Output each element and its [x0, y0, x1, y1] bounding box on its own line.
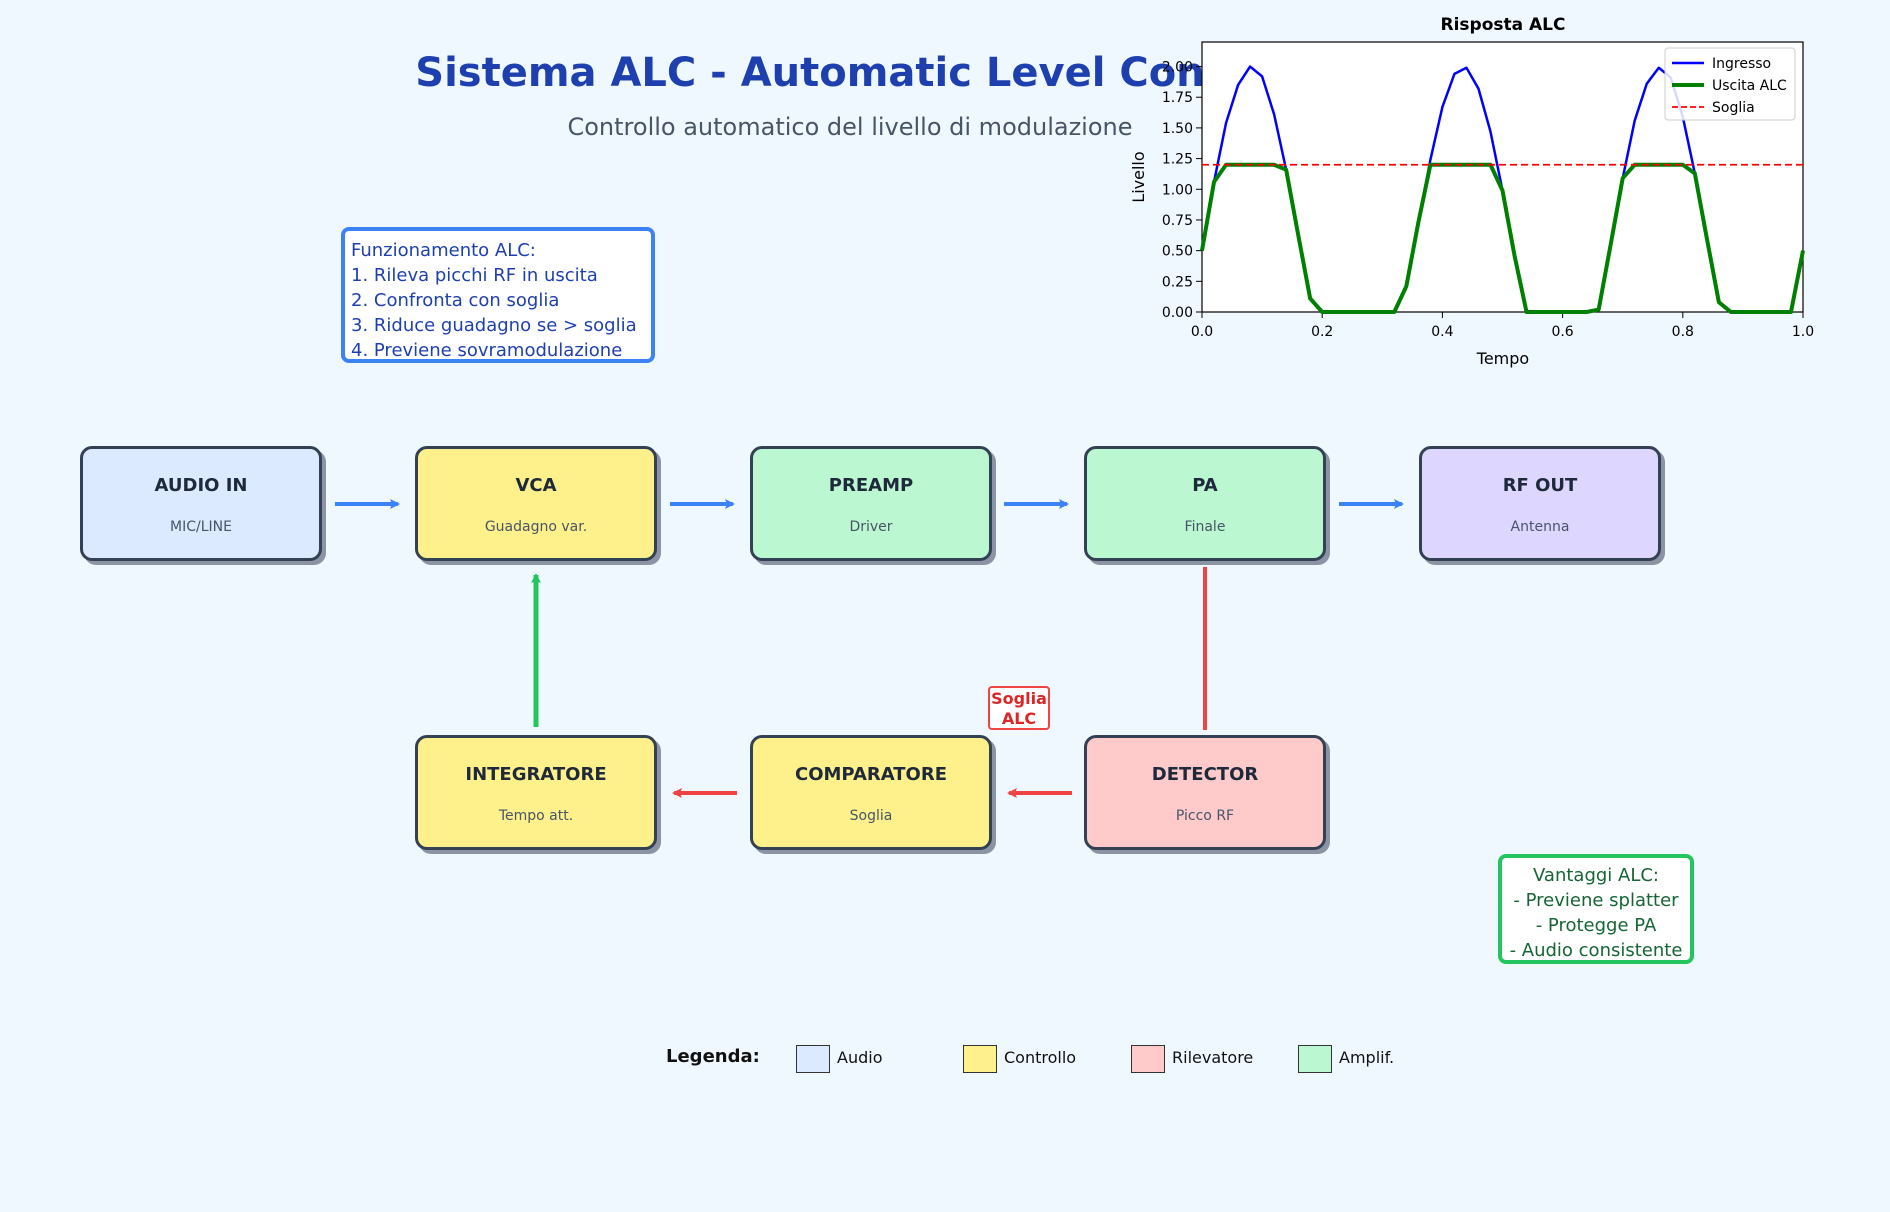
block-rf-out: RF OUT Antenna: [1419, 446, 1661, 561]
info-line: 4. Previene sovramodulazione: [351, 340, 623, 361]
legend-swatch: [1298, 1045, 1332, 1073]
chart-y-tick-label: 1.75: [1162, 90, 1193, 106]
chart-series-line: [1200, 162, 1805, 314]
page-title: Sistema ALC - Automatic Level Control: [415, 50, 1285, 96]
chart-y-axis-label: Livello: [1129, 151, 1148, 202]
chart-x-tick-label: 0.8: [1672, 324, 1694, 340]
chart-y-tick-label: 1.25: [1162, 152, 1193, 168]
chart-y-tick-label: 2.00: [1162, 60, 1193, 76]
legend-swatch: [963, 1045, 997, 1073]
block-pa: PA Finale: [1084, 446, 1326, 561]
chart-y-tick-label: 0.50: [1162, 244, 1193, 260]
block-integratore: INTEGRATORE Tempo att.: [415, 735, 657, 850]
chart-x-tick-label: 0.0: [1191, 324, 1213, 340]
chart-x-tick-label: 0.6: [1551, 324, 1573, 340]
block-preamp: PREAMP Driver: [750, 446, 992, 561]
legend-title: Legenda:: [666, 1046, 760, 1067]
block-vca: VCA Guadagno var.: [415, 446, 657, 561]
page-subtitle: Controllo automatico del livello di modu…: [567, 113, 1133, 141]
info-heading: Funzionamento ALC:: [351, 240, 536, 261]
chart-y-tick-label: 1.50: [1162, 121, 1193, 137]
chart-y-tick-label: 0.00: [1162, 305, 1193, 321]
chart-x-tick-label: 0.2: [1311, 324, 1333, 340]
advantages-line: - Protegge PA: [1535, 915, 1657, 936]
chart-legend-label: Ingresso: [1712, 56, 1771, 72]
chart-x-tick-label: 0.4: [1431, 324, 1453, 340]
block-audio-in: AUDIO IN MIC/LINE: [80, 446, 322, 561]
chart-legend-frame: [1664, 47, 1796, 121]
chart-y-tick-label: 1.00: [1162, 182, 1193, 198]
chart-x-tick-label: 1.0: [1792, 324, 1814, 340]
soglia-alc-label: Soglia ALC: [988, 686, 1050, 730]
advantages-line: - Audio consistente: [1509, 940, 1683, 961]
chart-legend-label: Uscita ALC: [1712, 78, 1787, 94]
chart-y-tick-label: 0.75: [1162, 213, 1193, 229]
chart-y-tick-label: 0.25: [1162, 274, 1193, 290]
info-line: 1. Rileva picchi RF in uscita: [351, 265, 598, 286]
info-line: 2. Confronta con soglia: [351, 290, 560, 311]
block-detector: DETECTOR Picco RF: [1084, 735, 1326, 850]
legend-swatch: [796, 1045, 830, 1073]
chart-legend-label: Soglia: [1712, 100, 1755, 116]
advantages-line: - Previene splatter: [1513, 890, 1679, 911]
chart-title: Risposta ALC: [1441, 15, 1566, 35]
advantages-heading: Vantaggi ALC:: [1533, 865, 1659, 886]
chart-x-axis-label: Tempo: [1476, 349, 1529, 368]
alc-operation-box: Funzionamento ALC: 1. Rileva picchi RF i…: [341, 227, 655, 363]
info-line: 3. Riduce guadagno se > soglia: [351, 315, 637, 336]
block-comparatore: COMPARATORE Soglia: [750, 735, 992, 850]
legend-swatch: [1131, 1045, 1165, 1073]
alc-advantages-box: Vantaggi ALC: - Previene splatter - Prot…: [1498, 854, 1694, 964]
